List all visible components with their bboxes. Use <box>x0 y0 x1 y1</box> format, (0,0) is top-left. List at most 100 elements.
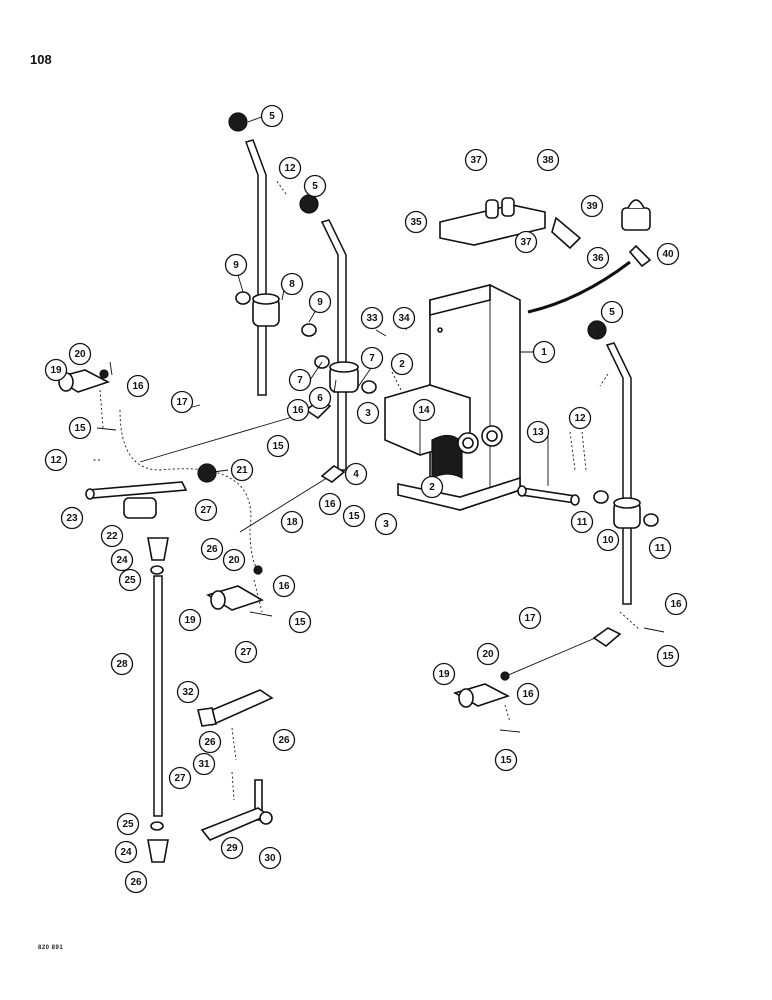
callout-number: 40 <box>662 249 674 260</box>
callout-number: 18 <box>286 517 298 528</box>
callout-33: 33 <box>360 306 384 330</box>
callout-number: 26 <box>278 735 290 746</box>
callout-circle <box>126 374 150 398</box>
callout-number: 27 <box>240 647 252 658</box>
callout-circle <box>272 728 296 752</box>
callout-circle <box>318 492 342 516</box>
callout-circle <box>230 458 254 482</box>
callout-number: 10 <box>602 535 614 546</box>
callout-number: 34 <box>398 313 410 324</box>
callout-circle <box>580 194 604 218</box>
callout-24: 24 <box>110 548 134 572</box>
callout-circle <box>374 512 398 536</box>
page-number: 108 <box>30 52 52 67</box>
callout-26: 26 <box>124 870 148 894</box>
callout-circle <box>124 870 148 894</box>
clevis-right <box>452 671 521 733</box>
callout-circle <box>656 644 680 668</box>
callout-circle <box>656 242 680 266</box>
callout-circle <box>648 536 672 560</box>
callout-circle <box>110 548 134 572</box>
control-tower-bracket <box>384 283 521 511</box>
callout-number: 15 <box>348 511 360 522</box>
lock-bracket <box>439 197 652 268</box>
callout-number: 5 <box>312 181 318 192</box>
callout-12: 12 <box>568 406 592 430</box>
callout-number: 30 <box>264 853 276 864</box>
callout-number: 3 <box>365 408 371 419</box>
callout-circle <box>570 510 594 534</box>
callout-7: 7 <box>360 346 384 370</box>
callout-15: 15 <box>266 434 290 458</box>
callout-37: 37 <box>514 230 538 254</box>
callout-6: 6 <box>308 386 332 410</box>
callout-circle <box>516 682 540 706</box>
callout-22: 22 <box>100 524 124 548</box>
callout-19: 19 <box>44 358 68 382</box>
callout-13: 13 <box>526 420 550 444</box>
callout-circle <box>114 840 138 864</box>
callout-circle <box>44 358 68 382</box>
callout-number: 20 <box>228 555 240 566</box>
callout-circle <box>600 300 624 324</box>
callout-number: 17 <box>176 397 188 408</box>
bushings <box>235 291 377 394</box>
callout-circle <box>308 386 332 410</box>
callout-number: 16 <box>278 581 290 592</box>
callout-16: 16 <box>664 592 688 616</box>
callout-circle <box>536 148 560 172</box>
callout-circle <box>432 662 456 686</box>
callout-circle <box>116 812 140 836</box>
callout-circle <box>494 748 518 772</box>
callout-number: 35 <box>410 217 422 228</box>
callout-number: 16 <box>132 381 144 392</box>
callout-number: 29 <box>226 843 238 854</box>
callout-number: 15 <box>272 441 284 452</box>
callout-circle <box>392 306 416 330</box>
callout-number: 9 <box>317 297 323 308</box>
callout-circle <box>586 246 610 270</box>
callout-number: 38 <box>542 155 554 166</box>
vertical-rod <box>147 537 169 863</box>
callout-number: 11 <box>655 543 666 554</box>
assembly-arrow <box>527 260 631 314</box>
callout-17: 17 <box>518 606 542 630</box>
callout-10: 10 <box>596 528 620 552</box>
callout-circle <box>420 475 444 499</box>
pivot-shaft <box>517 485 580 506</box>
callout-circle <box>168 766 192 790</box>
callout-number: 19 <box>184 615 196 626</box>
linkage-rod-middle <box>119 409 346 571</box>
callout-number: 28 <box>116 659 128 670</box>
control-lever-left <box>228 112 280 396</box>
leader-lines <box>92 115 609 486</box>
callout-circle <box>412 398 436 422</box>
callout-5: 5 <box>260 104 284 128</box>
callout-36: 36 <box>586 246 610 270</box>
callout-circle <box>110 652 134 676</box>
callout-15: 15 <box>494 748 518 772</box>
callout-circle <box>288 610 312 634</box>
callout-circle <box>476 642 500 666</box>
callout-number: 4 <box>353 469 359 480</box>
callout-3: 3 <box>374 512 398 536</box>
callout-16: 16 <box>126 374 150 398</box>
callout-number: 37 <box>520 237 532 248</box>
callout-circle <box>192 752 216 776</box>
lever-knob <box>299 194 319 214</box>
callout-number: 25 <box>124 575 136 586</box>
lever-knob <box>228 112 248 132</box>
callout-11: 11 <box>570 510 594 534</box>
callout-27: 27 <box>234 640 258 664</box>
callout-17: 17 <box>170 390 194 414</box>
bell-crank <box>197 689 274 841</box>
callout-circle <box>526 420 550 444</box>
callout-30: 30 <box>258 846 282 870</box>
callout-circle <box>404 210 428 234</box>
callout-18: 18 <box>280 510 304 534</box>
callout-2: 2 <box>420 475 444 499</box>
callout-circle <box>176 680 200 704</box>
callout-3: 3 <box>356 401 380 425</box>
callout-16: 16 <box>516 682 540 706</box>
